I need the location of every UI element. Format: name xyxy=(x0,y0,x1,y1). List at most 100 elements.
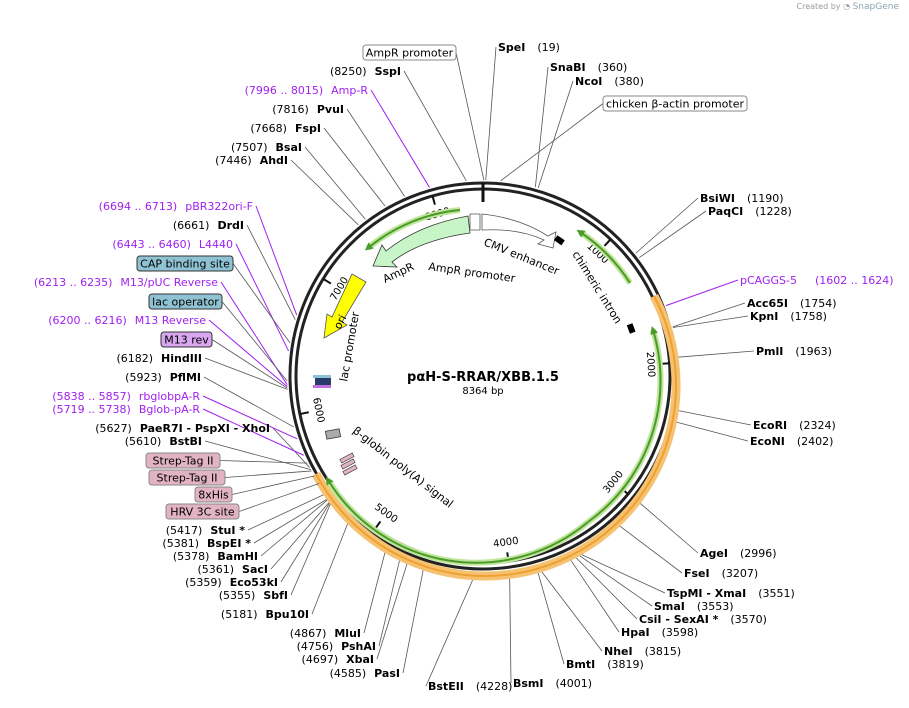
site-name: KpnI xyxy=(750,310,778,323)
site-position: (5610) xyxy=(125,435,162,448)
site-leader xyxy=(204,440,311,471)
feature-box-label: CAP binding site xyxy=(140,258,230,271)
site-name: FseI xyxy=(684,567,710,580)
restriction-site-label: (5627)PaeR7I - PspXI - XhoI xyxy=(95,422,270,435)
feature-box-label: HRV 3C site xyxy=(170,506,235,519)
site-name: SmaI xyxy=(654,600,685,613)
primer-range: (6213 .. 6235) xyxy=(34,276,113,289)
site-position: (5923) xyxy=(125,371,162,384)
plasmid-name: pαH-S-RRAR/XBB.1.5 xyxy=(407,370,559,385)
site-leader xyxy=(675,409,752,426)
restriction-site-label: (7668)FspI xyxy=(250,122,321,135)
primer-range: (5838 .. 5857) xyxy=(52,390,131,403)
site-leader xyxy=(378,553,402,647)
site-position: (3815) xyxy=(645,645,682,658)
snapgene-logo-icon: ◔ xyxy=(843,2,851,11)
site-position: (3553) xyxy=(697,600,734,613)
primer-leader xyxy=(208,319,288,388)
site-position: (7507) xyxy=(231,141,268,154)
snapgene-credit: Created by ◔ SnapGene xyxy=(797,2,900,12)
site-name: PflMI xyxy=(170,371,201,384)
site-leader xyxy=(290,500,333,596)
site-name: PasI xyxy=(374,667,400,680)
restriction-site-label: (7507)BsaI xyxy=(231,141,302,154)
scale-tick xyxy=(299,411,309,416)
leader-lines xyxy=(203,46,755,687)
site-position: (5417) xyxy=(166,524,203,537)
site-leader xyxy=(376,557,410,660)
primer-name: pCAGGS-5 xyxy=(740,274,797,287)
cap-site-mark xyxy=(313,375,331,378)
scale-tick xyxy=(603,238,612,247)
restriction-site-label: BsmI(4001) xyxy=(513,677,592,690)
restriction-site-label: (5378)BamHI xyxy=(173,550,258,563)
credit-brand: SnapGene xyxy=(852,2,899,12)
site-leader xyxy=(639,210,707,258)
box-leader xyxy=(224,470,312,478)
primer-name: Bglob-pA-R xyxy=(139,403,201,416)
site-leader xyxy=(203,376,294,428)
feature-box xyxy=(362,44,457,61)
site-leader xyxy=(569,551,638,620)
site-name: StuI * xyxy=(210,524,245,537)
site-leader xyxy=(270,499,332,570)
site-name: BsiWI xyxy=(700,192,735,205)
feature-box xyxy=(602,95,748,112)
restriction-site-label: SnaBI(360) xyxy=(550,61,627,74)
feature-box-label: Strep-Tag II xyxy=(153,455,214,468)
restriction-site-label: (4867)MluI xyxy=(290,627,361,640)
restriction-site-label: EcoRI(2324) xyxy=(753,419,836,432)
restriction-site-label: PmlI(1963) xyxy=(756,345,832,358)
feature-box-label: Strep-Tag II xyxy=(157,472,218,485)
site-name: AgeI xyxy=(700,547,728,560)
restriction-site-label: (5181)Bpu10I xyxy=(221,608,309,621)
primer-name: rbglobpA-R xyxy=(139,390,200,403)
site-position: (380) xyxy=(614,75,644,88)
restriction-site-label: (7816)PvuI xyxy=(272,103,344,116)
site-position: (1190) xyxy=(747,192,784,205)
site-leader xyxy=(290,159,359,226)
site-leader xyxy=(363,546,387,634)
feature-box-label: AmpR promoter xyxy=(366,47,454,60)
site-position: (1963) xyxy=(795,345,832,358)
site-leader xyxy=(672,302,746,328)
ampr-feature xyxy=(372,215,471,268)
primer-leader xyxy=(202,395,298,440)
site-position: (5378) xyxy=(173,550,210,563)
primer-range: (7996 .. 8015) xyxy=(245,84,324,97)
site-position: (3551) xyxy=(758,587,795,600)
primer-name: L4440 xyxy=(199,238,233,251)
restriction-site-label: (4756)PshAI xyxy=(297,640,376,653)
restriction-site-label: (8250)SspI xyxy=(330,65,401,78)
site-position: (5355) xyxy=(219,589,256,602)
site-leader xyxy=(247,493,327,531)
site-position: (3207) xyxy=(722,567,759,580)
primer-label: (6443 .. 6460)L4440 xyxy=(112,238,233,251)
restriction-site-label: (5610)BstBI xyxy=(125,435,202,448)
primer-labels: (7996 .. 8015)Amp-R(6694 .. 6713)pBR322o… xyxy=(34,84,894,416)
ori-feature xyxy=(323,273,367,339)
restriction-site-label: (6182)HindIII xyxy=(116,352,202,365)
site-position: (3819) xyxy=(607,658,644,671)
credit-text: Created by xyxy=(796,2,841,11)
bglobin-polya-feature xyxy=(324,428,342,440)
restriction-site-label: SmaI (3553) xyxy=(654,600,733,613)
site-name: SpeI xyxy=(498,41,525,54)
site-name: HpaI xyxy=(621,626,650,639)
scale-tick-label: 5000 xyxy=(372,502,399,526)
cds-arc-c-line xyxy=(325,476,589,564)
site-position: (2996) xyxy=(740,547,777,560)
site-name: SbfI xyxy=(263,589,288,602)
ampr-promoter-feature xyxy=(469,213,481,231)
restriction-site-label: BsiWI (1190) xyxy=(700,192,784,205)
feature-box-label: chicken β-actin promoter xyxy=(606,98,744,111)
site-leader xyxy=(272,427,310,468)
restriction-site-label: PaqCI(1228) xyxy=(708,205,792,218)
primer-leader xyxy=(202,408,304,456)
primer-name: M13 Reverse xyxy=(135,314,206,327)
primer-label: (5719 .. 5738)Bglob-pA-R xyxy=(52,403,200,416)
restriction-site-label: BmtI(3819) xyxy=(566,658,644,671)
site-leader xyxy=(509,570,512,684)
site-labels: SpeI(19)SnaBI(360)NcoI(380)BsiWI(1190)Pa… xyxy=(95,41,836,693)
ori-label: ori xyxy=(331,313,349,332)
